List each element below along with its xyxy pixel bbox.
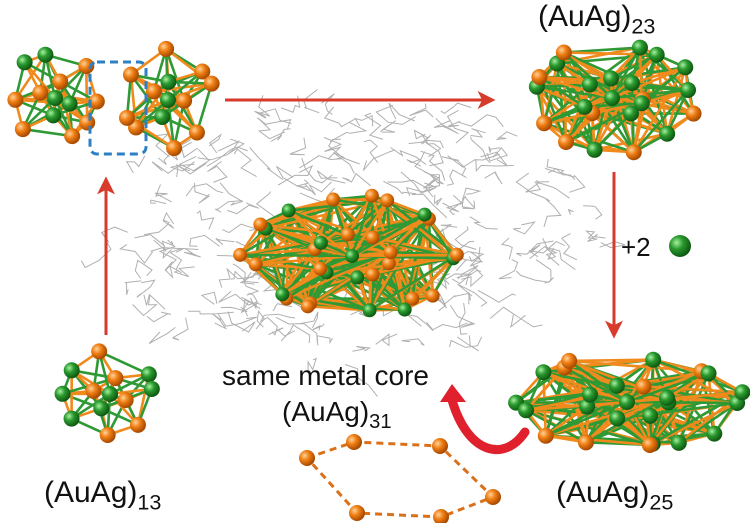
label-cluster-13: (AuAg)13 [44,478,161,513]
label-cluster-31: (AuAg)31 [282,398,392,432]
cluster-25 [508,352,750,453]
cluster-13-bottom [55,343,160,443]
cluster-23 [529,40,702,161]
label-cluster-25: (AuAg)25 [556,478,673,513]
dashed-ring [307,442,493,517]
label-same-metal-core: same metal core [222,362,429,390]
cluster-31-core [233,189,464,318]
cluster-13-top-right [119,41,220,156]
curved-arrow-head [440,384,466,402]
label-plus-two: +2 [621,234,651,260]
silver-atom-icon [669,235,691,257]
label-cluster-23: (AuAg)23 [538,2,655,37]
